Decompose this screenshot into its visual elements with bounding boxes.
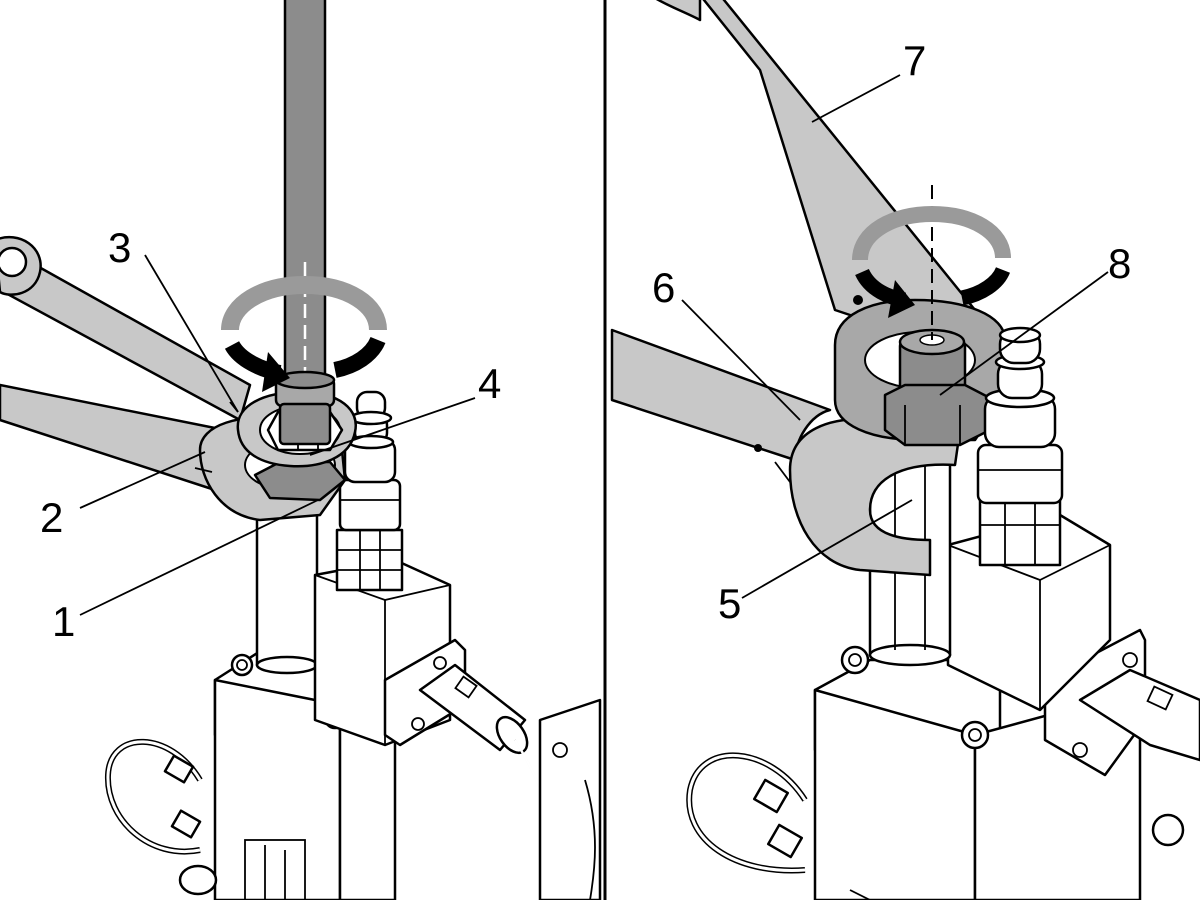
right-sensor-bracket <box>1043 628 1200 847</box>
left-tube-loop <box>104 738 218 896</box>
callout-6: 6 <box>652 264 675 311</box>
callout-1: 1 <box>52 598 75 645</box>
right-manifold-block <box>813 645 1142 900</box>
callout-8: 8 <box>1108 240 1131 287</box>
left-hose-fitting <box>335 390 404 592</box>
left-panel: 3 4 2 1 <box>0 0 602 900</box>
callout-7: 7 <box>903 37 926 84</box>
callout-2: 2 <box>40 494 63 541</box>
wrench-6-open-end <box>610 328 962 577</box>
left-vertical-rod <box>274 0 336 446</box>
left-cylinder-body <box>255 503 319 675</box>
callout-3: 3 <box>108 224 131 271</box>
left-leader-lines <box>79 254 476 616</box>
right-tube-loop <box>686 752 808 874</box>
right-leader-lines <box>681 74 1109 599</box>
right-hose-fitting <box>976 326 1064 567</box>
callout-4: 4 <box>478 360 501 407</box>
callout-5: 5 <box>718 580 741 627</box>
wrench-3-combination <box>0 235 252 422</box>
left-valve-block <box>313 558 602 900</box>
right-panel: 7 8 6 5 <box>610 0 1200 900</box>
clockwise-rotation-arrow-icon <box>221 275 387 392</box>
wrench-7 <box>655 0 977 332</box>
clockwise-rotation-arrow-icon <box>852 205 1011 318</box>
